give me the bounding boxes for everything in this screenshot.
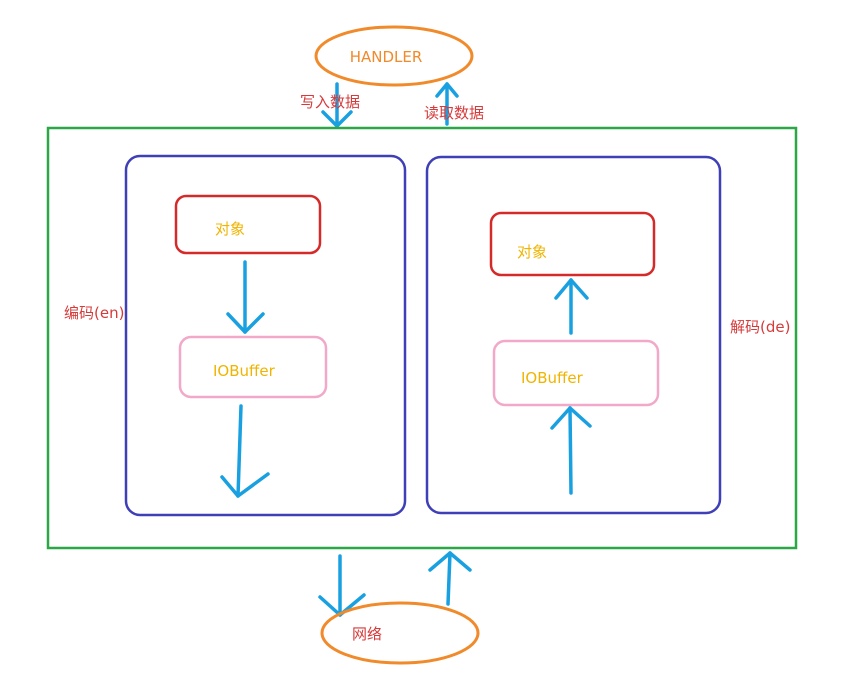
encoder-object-label: 对象 <box>215 220 245 238</box>
encoder-object-to-buffer-arrow <box>226 260 265 334</box>
encoder-iobuffer-label: IOBuffer <box>213 362 276 380</box>
decoder-iobuffer-box <box>492 339 660 407</box>
decode-label: 解码(de) <box>730 318 790 336</box>
read-data-label: 读取数据 <box>424 104 484 122</box>
network-ellipse <box>320 601 480 665</box>
write-data-label: 写入数据 <box>300 93 360 111</box>
decoder-buffer-in-arrow <box>550 406 592 495</box>
encoder-object-box <box>174 194 322 255</box>
network-label: 网络 <box>352 625 382 643</box>
decoder-panel <box>425 155 722 515</box>
codec-box <box>46 126 798 550</box>
handler-ellipse <box>314 25 474 87</box>
decoder-object-box <box>489 211 656 277</box>
decoder-buffer-to-object-arrow <box>554 278 589 335</box>
write-data-arrow <box>321 82 353 128</box>
encoder-panel <box>124 154 407 517</box>
handler-label: HANDLER <box>350 48 423 66</box>
read-data-arrow <box>435 82 459 126</box>
encoder-iobuffer-box <box>178 335 328 399</box>
to-network-arrow <box>318 554 366 617</box>
from-network-arrow <box>428 551 472 606</box>
encode-label: 编码(en) <box>64 304 124 322</box>
encoder-buffer-out-arrow <box>220 404 270 498</box>
decoder-object-label: 对象 <box>517 243 547 261</box>
decoder-iobuffer-label: IOBuffer <box>521 369 584 387</box>
